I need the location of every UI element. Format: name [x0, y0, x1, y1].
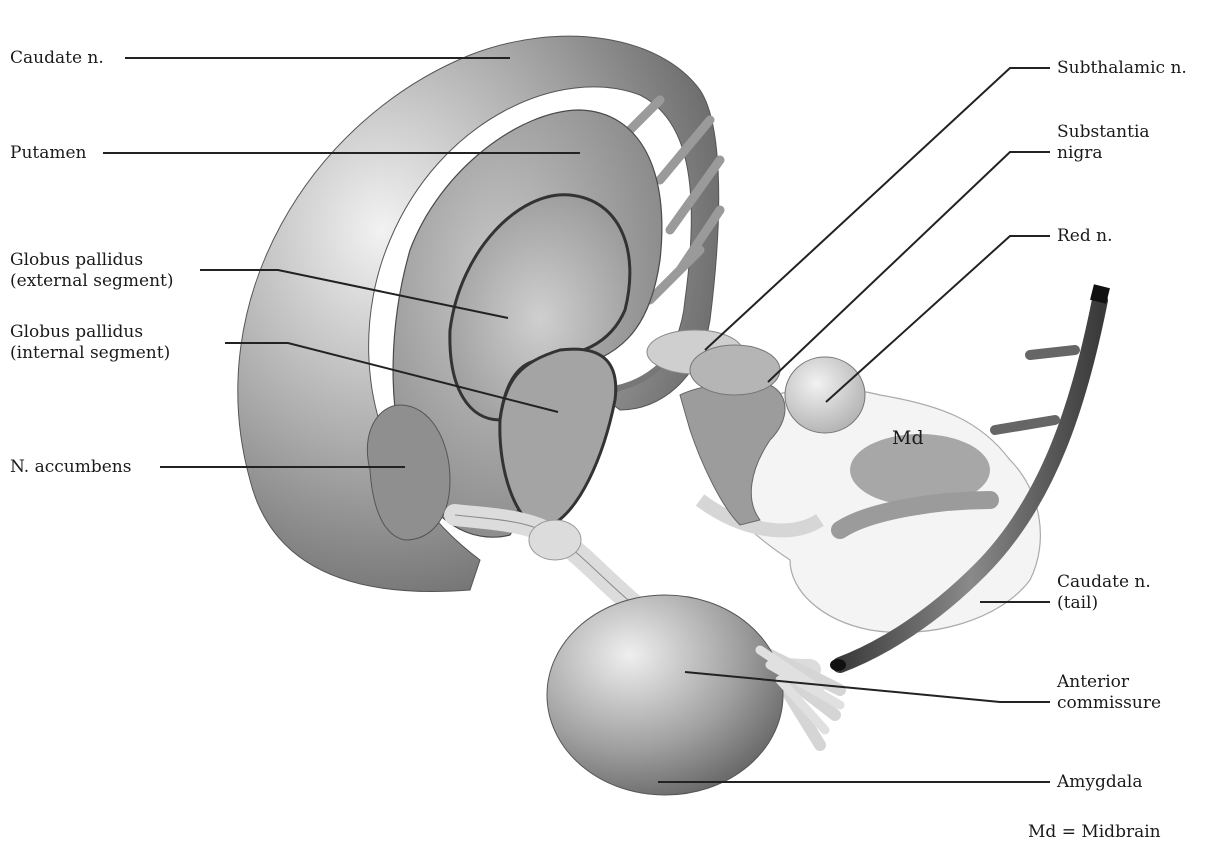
label-putamen: Putamen	[10, 143, 86, 164]
label-gp-external: Globus pallidus(external segment)	[10, 250, 173, 292]
label-red-nucleus: Red n.	[1057, 226, 1113, 247]
label-subthalamic: Subthalamic n.	[1057, 58, 1187, 79]
legend-midbrain: Md = Midbrain	[1028, 822, 1161, 843]
label-amygdala: Amygdala	[1057, 772, 1142, 793]
label-gp-internal: Globus pallidus(internal segment)	[10, 322, 170, 364]
amygdala-shape	[547, 595, 783, 795]
label-caudate: Caudate n.	[10, 48, 104, 69]
label-caudate-tail: Caudate n.(tail)	[1057, 572, 1151, 614]
red-nucleus-shape	[785, 357, 865, 433]
label-accumbens: N. accumbens	[10, 457, 131, 478]
label-midbrain: Md	[892, 428, 924, 449]
gp-internal-shape	[500, 349, 616, 530]
